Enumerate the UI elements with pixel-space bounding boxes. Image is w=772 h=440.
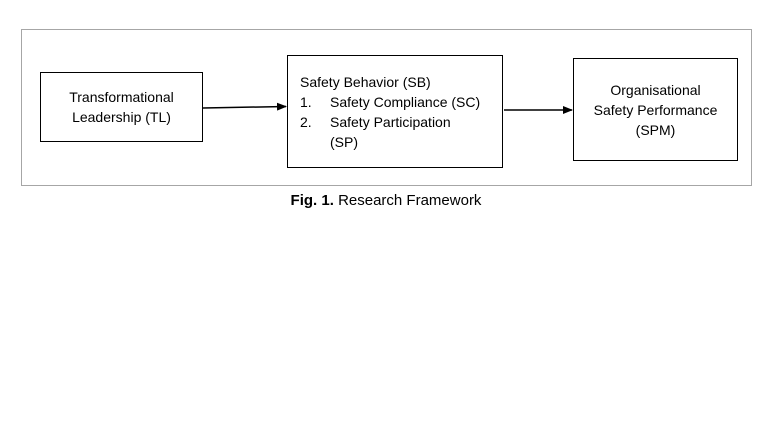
sb-list-number: 1. bbox=[300, 94, 312, 110]
spm-box-line-2: Safety Performance bbox=[593, 101, 718, 118]
sb-list-number: 2. bbox=[300, 114, 312, 130]
caption-text: Research Framework bbox=[338, 192, 482, 209]
spm-box-line-1: Organisational bbox=[610, 81, 701, 98]
sb-list-item: 1. Safety Compliance (SC) bbox=[300, 92, 502, 112]
transformational-leadership-box: Transformational Leadership (TL) bbox=[40, 72, 203, 142]
diagram-frame bbox=[21, 29, 752, 186]
spm-box-line-3: (SPM) bbox=[635, 121, 676, 138]
organisational-safety-performance-box: Organisational Safety Performance (SPM) bbox=[573, 58, 738, 161]
sb-list-item: 2. Safety Participation bbox=[300, 112, 502, 132]
sb-list-text: Safety Participation bbox=[330, 114, 451, 130]
sb-box-title: Safety Behavior (SB) bbox=[300, 74, 431, 90]
tl-box-line-1: Transformational bbox=[69, 89, 174, 105]
caption-label: Fig. 1. bbox=[290, 192, 334, 209]
sb-list-text: (SP) bbox=[330, 134, 358, 150]
arrow-tl-to-sb bbox=[202, 102, 287, 111]
figure-caption: Fig. 1. Research Framework bbox=[0, 191, 772, 211]
sb-list-item: (SP) bbox=[300, 132, 502, 152]
safety-behavior-box: Safety Behavior (SB) 1. Safety Complianc… bbox=[287, 55, 503, 168]
sb-list-text: Safety Compliance (SC) bbox=[330, 94, 481, 110]
tl-box-line-2: Leadership (TL) bbox=[72, 109, 171, 125]
